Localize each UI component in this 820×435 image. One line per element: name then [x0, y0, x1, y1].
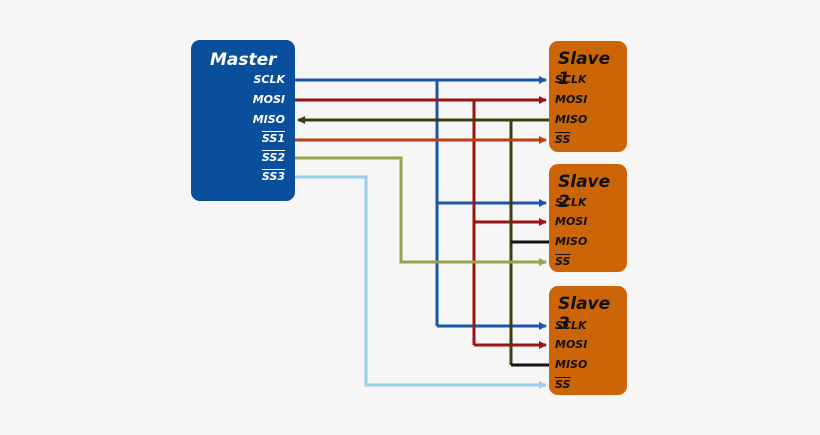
slave-1-pin-mosi: MOSI — [555, 93, 588, 106]
miso-wires — [297, 116, 549, 367]
slave-2-title: Slave 2 — [558, 172, 611, 212]
sclk-wires — [295, 76, 547, 330]
slave-3-pin-mosi: MOSI — [555, 338, 588, 351]
master-pin-miso: MISO — [252, 113, 285, 126]
slave-1-pin-ss: SS — [555, 133, 571, 146]
master-block: Master SCLK MOSI MISO SS1 SS2 SS3 — [191, 40, 295, 201]
slave-3-pin-sclk: SCLK — [555, 319, 587, 332]
slave-2-pin-miso: MISO — [555, 235, 588, 248]
slave-2-pin-sclk: SCLK — [555, 196, 587, 209]
master-title: Master — [210, 50, 277, 70]
master-pin-ss1: SS1 — [261, 132, 285, 145]
slave-2-block: Slave 2 SCLK MOSI MISO SS — [549, 164, 627, 272]
master-pin-ss2: SS2 — [261, 151, 285, 164]
slave-2-pin-ss: SS — [555, 255, 571, 268]
slave-3-pin-ss: SS — [555, 378, 571, 391]
slave-1-block: Slave 1 SCLK MOSI MISO SS — [549, 41, 627, 152]
slave-1-pin-miso: MISO — [555, 113, 588, 126]
ss2-wire — [295, 156, 547, 266]
slave-3-block: Slave 3 SCLK MOSI MISO SS — [549, 286, 627, 395]
master-pin-sclk: SCLK — [253, 73, 285, 86]
slave-1-pin-sclk: SCLK — [555, 73, 587, 86]
slave-1-title: Slave 1 — [558, 49, 611, 89]
mosi-wires — [295, 96, 547, 349]
master-pin-mosi: MOSI — [252, 93, 285, 106]
slave-3-title: Slave 3 — [558, 294, 611, 334]
master-pin-ss3: SS3 — [261, 170, 285, 183]
slave-2-pin-mosi: MOSI — [555, 215, 588, 228]
ss3-wire — [295, 175, 547, 389]
slave-3-pin-miso: MISO — [555, 358, 588, 371]
